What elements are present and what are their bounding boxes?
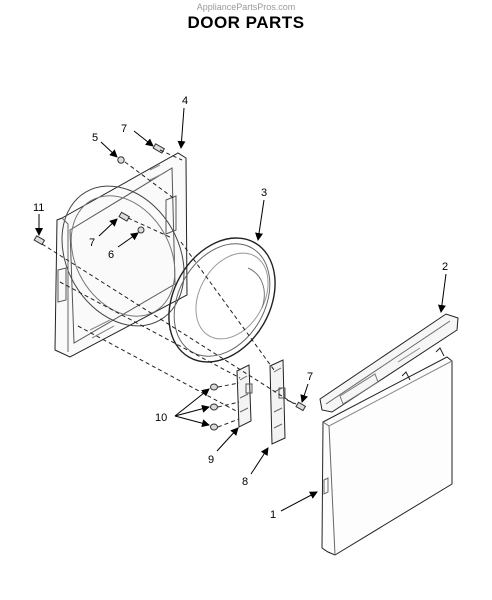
door-handle bbox=[319, 313, 459, 413]
callout-4: 4 bbox=[182, 95, 188, 107]
screws-group bbox=[210, 383, 218, 431]
screw-2 bbox=[210, 403, 218, 411]
screw-7-right bbox=[295, 401, 307, 412]
page-title: DOOR PARTS bbox=[187, 13, 305, 32]
leader-4 bbox=[177, 107, 186, 149]
callout-7-top: 7 bbox=[121, 123, 127, 135]
clip-6 bbox=[137, 226, 145, 234]
callout-labels: 4 5 7 11 7 6 3 2 7 10 9 8 1 bbox=[33, 95, 448, 521]
leader-3 bbox=[255, 199, 265, 241]
callout-10: 10 bbox=[155, 412, 167, 424]
door-inner-frame bbox=[54, 152, 188, 358]
screw-3 bbox=[210, 423, 218, 431]
door-outer-panel bbox=[321, 347, 453, 556]
leader-7b bbox=[98, 218, 118, 237]
leader-5 bbox=[100, 141, 118, 158]
assembly-dashed-lines bbox=[41, 149, 297, 428]
callout-9: 9 bbox=[208, 454, 214, 466]
screw-11 bbox=[33, 235, 46, 246]
screw-1 bbox=[210, 383, 218, 391]
callout-2: 2 bbox=[442, 261, 448, 273]
watermark: AppliancePartsPros.com bbox=[196, 2, 296, 12]
callout-1: 1 bbox=[270, 509, 276, 521]
leader-arrows bbox=[35, 107, 447, 512]
leader-10a bbox=[174, 388, 210, 417]
leader-10b bbox=[174, 404, 210, 417]
door-gasket bbox=[168, 237, 276, 363]
leader-7a bbox=[133, 130, 154, 147]
screw-7-mid bbox=[118, 211, 131, 222]
callout-5: 5 bbox=[92, 132, 98, 144]
callout-6: 6 bbox=[108, 249, 114, 261]
leader-7c bbox=[300, 383, 309, 403]
callout-7-right: 7 bbox=[307, 371, 313, 383]
leader-1 bbox=[280, 491, 318, 512]
hinge-left bbox=[236, 364, 253, 428]
leader-8 bbox=[250, 447, 269, 475]
leader-9 bbox=[216, 427, 239, 452]
leader-10c bbox=[174, 415, 210, 428]
callout-11: 11 bbox=[33, 202, 44, 214]
callout-7-mid: 7 bbox=[89, 237, 95, 249]
leader-6 bbox=[117, 232, 139, 248]
callout-8: 8 bbox=[242, 476, 248, 488]
washer-5 bbox=[117, 156, 125, 164]
leader-2 bbox=[437, 273, 447, 313]
hinge-right bbox=[269, 359, 286, 445]
callout-3: 3 bbox=[261, 187, 267, 199]
